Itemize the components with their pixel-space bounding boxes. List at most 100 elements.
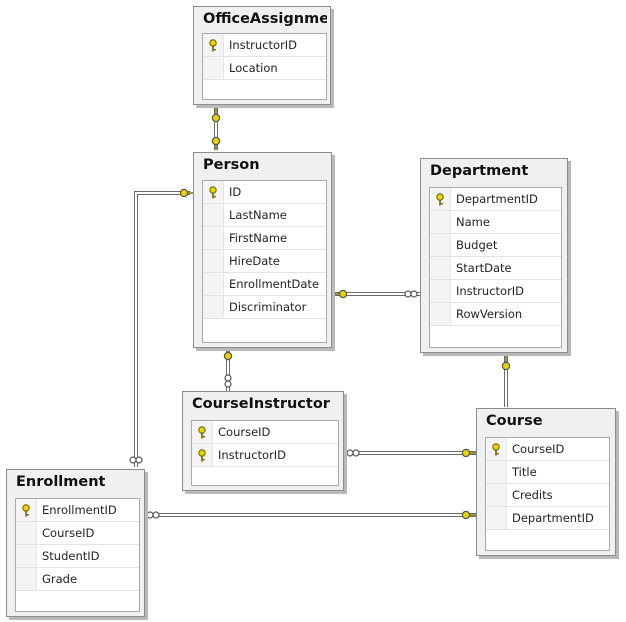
primary-key-icon: [198, 426, 206, 439]
column-name: Name: [456, 215, 490, 229]
column-row[interactable]: CourseID: [16, 522, 139, 545]
column-row[interactable]: Title: [486, 461, 609, 484]
key-cell: [486, 507, 507, 529]
key-endpoint-icon: [179, 113, 511, 520]
primary-key-icon: [492, 443, 500, 456]
column-row[interactable]: Credits: [486, 484, 609, 507]
column-row[interactable]: Discriminator: [203, 296, 326, 319]
column-row[interactable]: Grade: [16, 568, 139, 591]
column-name: EnrollmentDate: [229, 277, 320, 291]
table-department[interactable]: Department DepartmentID Name Budget Star…: [420, 158, 568, 353]
column-name: ID: [229, 185, 242, 199]
column-row[interactable]: Name: [430, 211, 561, 234]
column-grid: DepartmentID Name Budget StartDate Instr…: [429, 187, 562, 348]
key-cell: [203, 34, 224, 56]
key-cell: [203, 204, 224, 226]
key-cell: [16, 568, 37, 590]
column-grid: InstructorID Location: [202, 33, 327, 100]
column-row[interactable]: FirstName: [203, 227, 326, 250]
key-cell: [430, 303, 451, 325]
column-grid: CourseID InstructorID: [191, 420, 339, 486]
key-cell: [203, 296, 224, 318]
column-row[interactable]: DepartmentID: [486, 507, 609, 530]
table-enrollment[interactable]: Enrollment EnrollmentID CourseID Student…: [6, 469, 145, 617]
table-title: Department: [430, 163, 529, 179]
column-name: InstructorID: [229, 38, 298, 52]
column-name: EnrollmentID: [42, 503, 117, 517]
key-cell: [430, 257, 451, 279]
column-row[interactable]: HireDate: [203, 250, 326, 273]
column-row[interactable]: CourseID: [486, 438, 609, 461]
column-name: InstructorID: [456, 284, 525, 298]
column-grid: ID LastName FirstName HireDate Enrollmen…: [202, 180, 327, 343]
key-cell: [203, 227, 224, 249]
key-cell: [16, 522, 37, 544]
key-cell: [430, 234, 451, 256]
column-name: LastName: [229, 208, 287, 222]
column-name: Location: [229, 61, 278, 75]
column-name: Discriminator: [229, 300, 307, 314]
table-course[interactable]: Course CourseID Title Credits Department…: [476, 408, 616, 556]
key-cell: [203, 181, 224, 203]
primary-key-icon: [198, 449, 206, 462]
table-courseinstructor[interactable]: CourseInstructor CourseID InstructorID: [182, 391, 344, 491]
column-row[interactable]: Location: [203, 57, 326, 80]
table-title: Person: [203, 157, 260, 173]
table-title: Enrollment: [16, 474, 106, 490]
column-name: RowVersion: [456, 307, 523, 321]
column-name: StudentID: [42, 549, 100, 563]
column-row[interactable]: EnrollmentID: [16, 499, 139, 522]
relationship-person-enrollment[interactable]: [134, 191, 191, 468]
column-name: CourseID: [42, 526, 95, 540]
primary-key-icon: [22, 504, 30, 517]
column-grid: EnrollmentID CourseID StudentID Grade: [15, 498, 140, 612]
key-cell: [192, 444, 213, 466]
key-cell: [203, 57, 224, 79]
key-cell: [430, 188, 451, 210]
key-cell: [192, 421, 213, 443]
many-endpoint-icon: [129, 290, 418, 519]
column-row[interactable]: CourseID: [192, 421, 338, 444]
column-grid: CourseID Title Credits DepartmentID: [485, 437, 610, 551]
column-row[interactable]: RowVersion: [430, 303, 561, 326]
column-name: StartDate: [456, 261, 512, 275]
column-name: CourseID: [512, 442, 565, 456]
column-name: DepartmentID: [456, 192, 538, 206]
column-row[interactable]: EnrollmentDate: [203, 273, 326, 296]
table-officeassignment[interactable]: OfficeAssignment InstructorID Location: [193, 6, 331, 105]
column-name: InstructorID: [218, 448, 287, 462]
column-name: Title: [512, 465, 537, 479]
column-name: CourseID: [218, 425, 271, 439]
column-row[interactable]: InstructorID: [203, 34, 326, 57]
key-cell: [430, 280, 451, 302]
table-title: CourseInstructor: [192, 396, 330, 412]
column-name: Grade: [42, 572, 78, 586]
column-row[interactable]: StudentID: [16, 545, 139, 568]
column-row[interactable]: InstructorID: [430, 280, 561, 303]
key-cell: [430, 211, 451, 233]
primary-key-icon: [209, 39, 217, 52]
column-name: Credits: [512, 488, 553, 502]
key-endpoint-tick-icon: [188, 108, 507, 516]
relationship-courseinstructor-course[interactable]: [347, 451, 476, 455]
column-row[interactable]: Budget: [430, 234, 561, 257]
primary-key-icon: [209, 186, 217, 199]
column-row[interactable]: DepartmentID: [430, 188, 561, 211]
table-person[interactable]: Person ID LastName FirstName HireDate En…: [193, 152, 332, 348]
column-name: FirstName: [229, 231, 288, 245]
column-row[interactable]: LastName: [203, 204, 326, 227]
column-row[interactable]: StartDate: [430, 257, 561, 280]
key-cell: [203, 250, 224, 272]
primary-key-icon: [436, 193, 444, 206]
column-name: Budget: [456, 238, 498, 252]
column-row[interactable]: InstructorID: [192, 444, 338, 467]
table-title: OfficeAssignment: [203, 11, 327, 27]
key-cell: [16, 545, 37, 567]
key-cell: [203, 273, 224, 295]
relationship-enrollment-course[interactable]: [147, 513, 476, 517]
table-title: Course: [486, 413, 543, 429]
column-name: HireDate: [229, 254, 280, 268]
column-row[interactable]: ID: [203, 181, 326, 204]
